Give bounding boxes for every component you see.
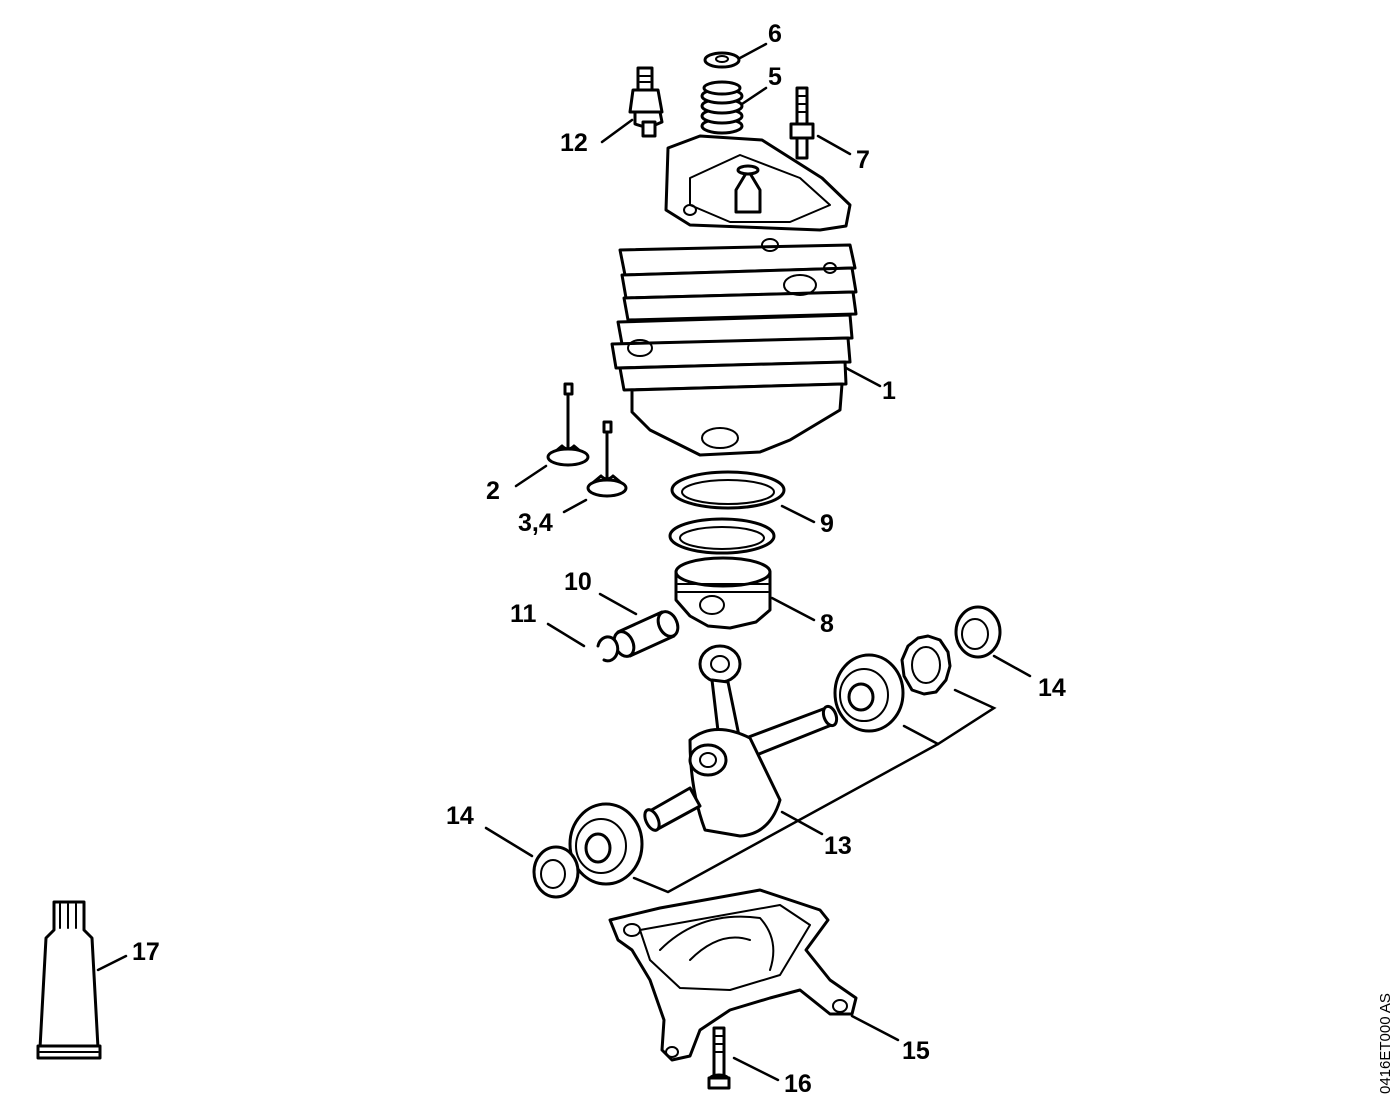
callout-1: 1 — [882, 377, 896, 405]
part-valve-2 — [546, 382, 590, 467]
callout-2: 2 — [486, 477, 500, 505]
part-screw — [707, 1026, 731, 1090]
part-grease-tube — [36, 900, 102, 1060]
part-bearing-right — [833, 653, 905, 733]
callout-6: 6 — [768, 20, 782, 48]
part-cylinder — [610, 134, 858, 457]
leader-11 — [546, 622, 586, 648]
part-spark-plug — [628, 66, 664, 138]
callout-7: 7 — [856, 146, 870, 174]
part-seal-left — [532, 845, 580, 899]
part-stud — [789, 86, 815, 160]
part-gear — [900, 634, 952, 696]
callout-16: 16 — [784, 1070, 812, 1098]
part-spring-retainer — [703, 51, 741, 69]
leader-9 — [780, 504, 816, 524]
leader-5 — [740, 86, 768, 106]
leader-7 — [816, 134, 852, 156]
leader-14-right — [992, 654, 1032, 678]
leader-8 — [770, 596, 816, 622]
part-circlip — [596, 635, 620, 663]
leader-lines — [96, 42, 1032, 1082]
part-bearing-left — [568, 802, 644, 886]
leader-17 — [96, 954, 128, 972]
group-bracket-lower — [632, 742, 940, 894]
callout-9: 9 — [820, 510, 834, 538]
callout-10: 10 — [564, 568, 592, 596]
callout-17: 17 — [132, 938, 160, 966]
callout-12: 12 — [560, 129, 588, 157]
callout-5: 5 — [768, 63, 782, 91]
callout-13: 13 — [824, 832, 852, 860]
leader-6 — [738, 42, 768, 60]
leader-15 — [850, 1014, 900, 1042]
callout-labels: 6 5 12 7 1 2 3,4 9 10 11 8 14 13 14 15 1… — [132, 20, 1066, 1098]
leader-13 — [780, 810, 824, 836]
leader-34 — [562, 498, 588, 514]
part-piston-rings — [668, 470, 786, 555]
part-piston-pin — [612, 610, 680, 658]
group-bracket-upper — [902, 688, 997, 746]
part-crankcase — [608, 888, 858, 1062]
part-seal-right — [954, 605, 1002, 659]
part-piston — [674, 556, 772, 630]
part-valve-spring — [700, 80, 744, 135]
callout-3-4: 3,4 — [518, 509, 553, 537]
drawing-code: 0416ET000 AS — [1377, 993, 1394, 1094]
callout-14-right: 14 — [1038, 674, 1066, 702]
leader-1 — [844, 366, 882, 388]
leader-10 — [598, 592, 638, 616]
part-crankshaft — [643, 644, 839, 838]
leader-2 — [514, 464, 548, 488]
leader-16 — [732, 1056, 780, 1082]
leader-14-left — [484, 826, 534, 858]
callout-14-left: 14 — [446, 802, 474, 830]
part-valve-3-4 — [586, 420, 628, 498]
callout-8: 8 — [820, 610, 834, 638]
callout-15: 15 — [902, 1037, 930, 1065]
callout-11: 11 — [510, 600, 537, 628]
leader-12 — [600, 118, 634, 144]
